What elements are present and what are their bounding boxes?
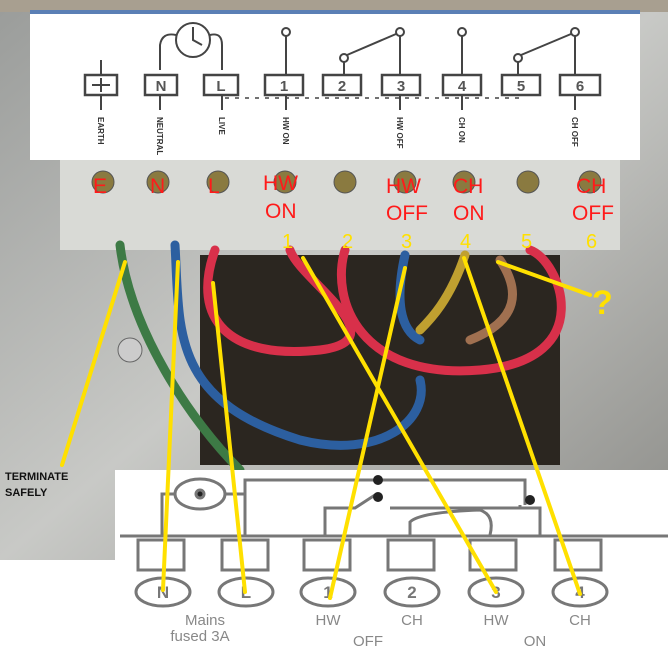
number-1: 1 [282,231,293,253]
label-ch-bottom: CH [401,612,423,629]
label-on: ON [453,202,485,225]
label-hw-bottom: HW [316,612,342,629]
top-terminal-n: N [156,78,167,95]
label-live: LIVE [217,117,226,135]
label-hw-off: HW OFF [395,117,404,149]
label-ch-on: CH ON [457,117,466,143]
label-hw-bottom: HW [484,612,510,629]
label-ch: CH [453,175,483,198]
label-on-bottom: ON [524,633,547,650]
number-6: 6 [586,231,597,253]
hw-off-annotation-line [328,266,407,600]
label-earth: EARTH [96,117,105,145]
live-annotation-line [211,281,247,594]
label-off: OFF [572,202,614,225]
label-ch-off: CH OFF [570,117,579,147]
label-hw: HW [263,172,298,195]
mains-label: Mains [185,612,225,629]
hw-on-annotation-line [301,256,498,594]
bottom-terminal-n: N [157,583,169,602]
unknown-wire-annotation-line [496,260,592,297]
label-off: OFF [386,202,428,225]
top-terminal-1: 1 [280,78,288,95]
number-4: 4 [460,231,471,253]
terminate-label: TERMINATE [5,471,68,483]
label-on: ON [265,200,297,223]
number-5: 5 [521,231,532,253]
label-ch-bottom: CH [569,612,591,629]
question-mark: ? [592,284,613,322]
number-3: 3 [401,231,412,253]
top-terminal-4: 4 [458,78,467,95]
label-hw-on: HW ON [281,117,290,145]
bottom-terminal-2: 2 [407,583,416,602]
bottom-terminal-diagram: N L 1 2 3 4 Mains fused 3A HW CH HW CH O… [0,470,668,656]
fused-label: fused 3A [170,628,229,645]
safely-label: SAFELY [5,487,48,499]
label-l: L [208,175,220,198]
earth-annotation-line [60,260,127,467]
neutral-annotation-line [161,260,180,592]
top-terminal-diagram: N L 1 2 3 4 5 6 EARTH NEUTRAL LIVE HW ON… [30,10,640,160]
bottom-terminal-1: 1 [323,583,332,602]
top-terminal-3: 3 [397,78,405,95]
label-ch: CH [576,175,606,198]
ch-on-annotation-line [462,256,582,596]
top-terminal-5: 5 [517,78,525,95]
label-neutral: NEUTRAL [155,117,164,155]
label-n: N [150,175,165,198]
top-terminal-2: 2 [338,78,346,95]
top-terminal-l: L [216,78,225,95]
label-hw: HW [386,175,421,198]
number-2: 2 [342,231,353,253]
terminal-labels: E N L HW ON HW OFF CH ON CH OFF [93,172,614,225]
label-e: E [93,175,107,198]
label-off-bottom: OFF [353,633,383,650]
annotation-lines [60,256,592,600]
top-terminal-6: 6 [576,78,584,95]
